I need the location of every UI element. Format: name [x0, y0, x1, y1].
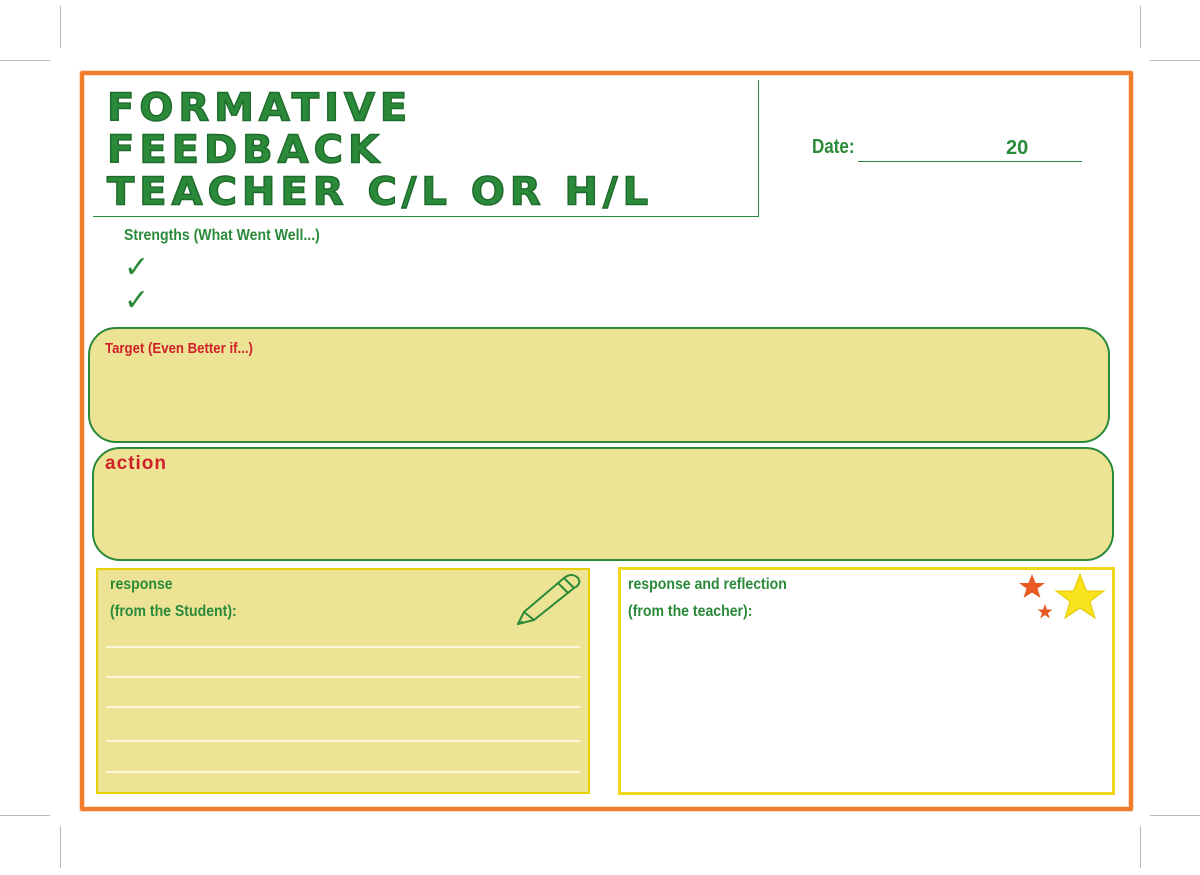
student-response-box[interactable]	[96, 568, 590, 794]
teacher-response-label: response and reflection	[628, 576, 787, 593]
writing-line	[106, 676, 580, 678]
form-border	[80, 71, 1133, 811]
strengths-label: Strengths (What Went Well...)	[124, 227, 320, 244]
title-line-feedback: Feedback	[106, 128, 384, 172]
title-block: Formative Feedback Teacher C/L or H/L	[93, 80, 759, 217]
date-label: Date:	[812, 136, 855, 158]
student-response-label: response	[110, 576, 173, 593]
pen-icon	[517, 574, 581, 625]
large-star-icon	[1054, 572, 1106, 620]
crop-mark	[60, 6, 61, 48]
date-field-line[interactable]	[858, 161, 1082, 162]
target-box[interactable]	[88, 327, 1110, 443]
title-line-teacher: Teacher C/L or H/L	[106, 170, 654, 214]
writing-line	[106, 740, 580, 742]
teacher-response-sublabel: (from the teacher):	[628, 603, 753, 620]
stars-icon	[1019, 572, 1106, 620]
crop-mark	[1140, 826, 1141, 868]
crop-mark	[0, 815, 50, 816]
check-icon: ✓	[124, 250, 150, 285]
writing-line	[106, 646, 580, 648]
crop-mark	[1140, 6, 1141, 48]
tiny-star-icon	[1037, 604, 1053, 619]
crop-mark	[1150, 815, 1200, 816]
check-icon: ✓	[124, 283, 150, 318]
target-label: Target (Even Better if...)	[105, 340, 253, 357]
crop-mark	[0, 60, 50, 61]
date-year-prefix: 20	[1006, 137, 1029, 159]
teacher-response-box[interactable]	[618, 567, 1115, 795]
action-box[interactable]	[92, 447, 1114, 561]
crop-mark	[1150, 60, 1200, 61]
title-line-formative: Formative	[106, 86, 413, 130]
writing-line	[106, 706, 580, 708]
writing-line	[106, 771, 580, 773]
action-label: action	[105, 453, 167, 474]
small-star-icon	[1019, 574, 1045, 598]
student-response-sublabel: (from the Student):	[110, 603, 237, 620]
crop-mark	[60, 826, 61, 868]
